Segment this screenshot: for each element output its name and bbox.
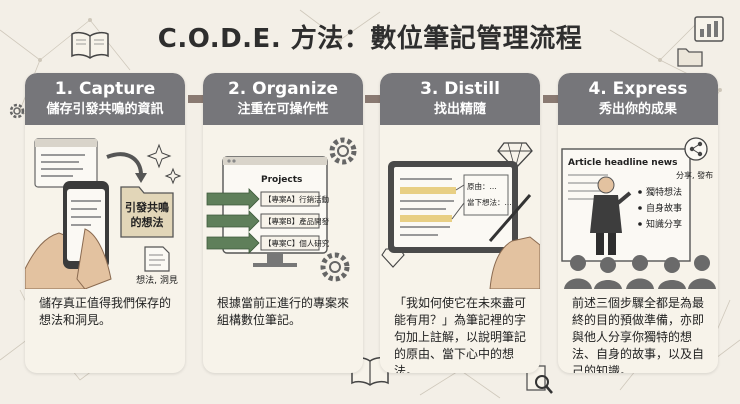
sparkle-icon (146, 143, 172, 169)
step-title: 3. Distill (420, 79, 500, 99)
doc-label: 想法, 洞見 (136, 274, 178, 286)
step-card-distill: 3. Distill 找出精隨 原由：... 當下想法：... 「我如何使它在未… (380, 73, 540, 373)
step-description: 儲存真正值得我們保存的想法和洞見。 (39, 296, 172, 327)
step-title: 4. Express (588, 79, 688, 99)
step-subtitle: 找出精隨 (433, 102, 486, 117)
chart-board-icon (694, 16, 724, 42)
document-icon (144, 246, 170, 272)
step-header: 4. Express 秀出你的成果 (558, 73, 718, 125)
step-subtitle: 注重在可操作性 (237, 102, 329, 117)
distill-illustration: 原由：... 當下想法：... (381, 142, 540, 289)
step-header: 1. Capture 儲存引發共鳴的資訊 (25, 73, 185, 125)
step-subtitle: 儲存引發共鳴的資訊 (46, 102, 164, 117)
step-subtitle: 秀出你的成果 (598, 102, 677, 117)
gear-icon (329, 137, 357, 165)
express-bullet: 知識分享 (646, 218, 682, 230)
folder-label-line2: 的想法 (131, 215, 164, 229)
capture-illustration: 引發共鳴 的想法 想法, 洞見 (25, 138, 182, 289)
page-title: C.O.D.E. 方法：數位筆記管理流程 (157, 24, 583, 54)
project-item: 【專案A】行銷活動 (264, 194, 330, 204)
organize-illustration: Projects 【專案A】行銷活動 【專案B】產品開發 【專案C】個人研究 (206, 137, 357, 282)
folder-icon (677, 48, 703, 67)
step-card-organize: 2. Organize 注重在可操作性 Projects 【專案A】行銷活動 【… (203, 73, 363, 373)
folder-label-line1: 引發共鳴 (125, 200, 169, 214)
step-card-capture: 1. Capture 儲存引發共鳴的資訊 引發共鳴 的想法 想法, 洞見 儲存真… (25, 73, 185, 373)
projects-title: Projects (261, 175, 302, 185)
step-description: 前述三個步驟全都是為最終的目的預做準備，亦即與他人分享你獨特的想法、自身的故事，… (572, 296, 705, 373)
gear-icon (9, 103, 25, 119)
step-header: 2. Organize 注重在可操作性 (203, 73, 363, 125)
step-description: 「我如何使它在未來盡可能有用？」為筆記裡的字句加上註解，以說明筆記的原由、當下心… (394, 296, 527, 373)
project-item: 【專案B】產品開發 (264, 216, 330, 226)
express-illustration: Article headline news 分享, 發布 獨特想法 自身故事 知… (561, 137, 716, 289)
note-thought: 當下想法：... (467, 197, 512, 207)
share-icon (684, 137, 708, 161)
step-title: 1. Capture (54, 79, 156, 99)
book-icon (71, 31, 109, 59)
project-item: 【專案C】個人研究 (264, 238, 330, 248)
express-bullet: 獨特想法 (646, 186, 682, 198)
step-title: 2. Organize (227, 79, 339, 99)
share-label: 分享, 發布 (676, 170, 713, 180)
express-bullet: 自身故事 (646, 202, 682, 214)
article-headline: Article headline news (568, 158, 677, 168)
note-reason: 原由：... (467, 181, 497, 191)
step-card-express: 4. Express 秀出你的成果 Article headline news … (558, 73, 718, 373)
step-description: 根據當前正進行的專案來組構數位筆記。 (217, 296, 350, 327)
step-header: 3. Distill 找出精隨 (380, 73, 540, 125)
